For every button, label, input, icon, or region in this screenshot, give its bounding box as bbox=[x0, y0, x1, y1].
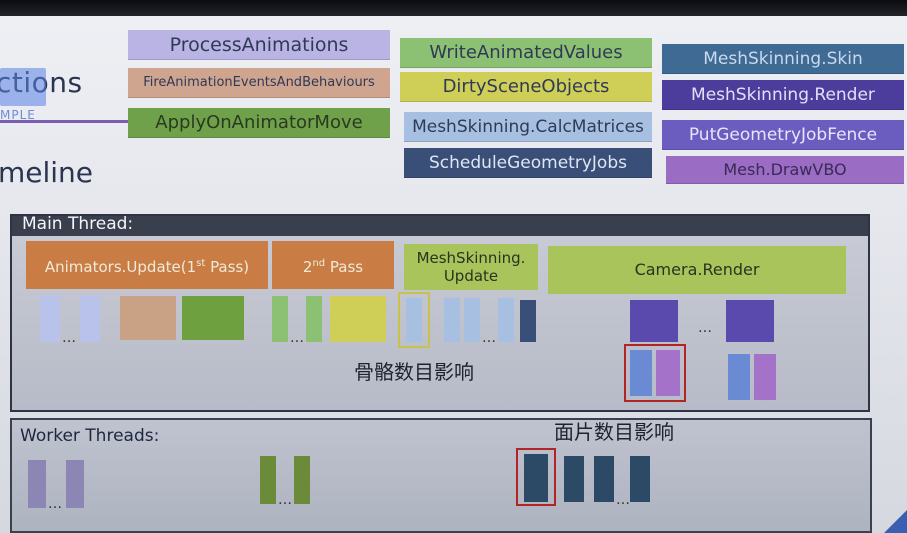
highlight-calc-matrices bbox=[398, 292, 430, 348]
phase-meshskinning-update: MeshSkinning. Update bbox=[404, 244, 538, 290]
block-apply-animator-move bbox=[182, 296, 244, 340]
ellipsis: … bbox=[698, 320, 712, 336]
ellipsis: … bbox=[278, 492, 292, 508]
legend-write-animated-values: WriteAnimatedValues bbox=[400, 38, 652, 68]
legend-fire-events: FireAnimationEventsAndBehaviours bbox=[128, 68, 390, 98]
phase-camera-render: Camera.Render bbox=[548, 246, 846, 294]
worker-block-skin bbox=[564, 456, 584, 502]
legend-process-animations: ProcessAnimations bbox=[128, 30, 390, 60]
block-write-values bbox=[272, 296, 288, 342]
worker-block-skin bbox=[630, 456, 650, 502]
legend-mesh-render: MeshSkinning.Render bbox=[662, 80, 904, 110]
block-dirty-scene bbox=[330, 296, 386, 342]
ellipsis: … bbox=[62, 330, 76, 346]
block-fire-events bbox=[120, 296, 176, 340]
block-mesh-render bbox=[726, 300, 774, 342]
phase-second-pass-label: 2nd Pass bbox=[302, 257, 364, 276]
phase-animators-update-label: Animators.Update(1st Pass) bbox=[44, 257, 250, 276]
bone-count-note: 骨骼数目影响 bbox=[354, 360, 474, 384]
triangle-count-note: 面片数目影响 bbox=[554, 420, 674, 444]
ellipsis: … bbox=[48, 496, 62, 512]
legend-calc-matrices: MeshSkinning.CalcMatrices bbox=[404, 112, 652, 142]
block-draw-vbo bbox=[754, 354, 776, 400]
block-calc-matrices bbox=[406, 298, 422, 342]
worker-block-write bbox=[260, 456, 276, 504]
block-calc-matrices bbox=[444, 298, 460, 342]
block-write-values bbox=[306, 296, 322, 342]
block-geometry-fence bbox=[630, 350, 652, 396]
block-schedule-jobs bbox=[520, 300, 536, 342]
title-logo-icon bbox=[0, 68, 46, 106]
ellipsis: … bbox=[616, 492, 630, 508]
worker-block-skin bbox=[594, 456, 614, 502]
legend-geometry-fence: PutGeometryJobFence bbox=[662, 120, 904, 150]
section-subtitle: MPLE bbox=[0, 108, 36, 122]
worker-block-process bbox=[28, 460, 46, 508]
main-thread-header-strip bbox=[12, 216, 868, 236]
title-underline bbox=[0, 120, 128, 123]
ellipsis: … bbox=[290, 330, 304, 346]
block-mesh-render bbox=[630, 300, 678, 342]
block-draw-vbo bbox=[656, 350, 680, 396]
worker-block-write bbox=[294, 456, 310, 504]
phase-second-pass: 2nd Pass bbox=[272, 241, 394, 289]
highlight-skin-block bbox=[516, 448, 556, 506]
legend-dirty-scene-objects: DirtySceneObjects bbox=[400, 72, 652, 102]
worker-threads-label: Worker Threads: bbox=[20, 426, 160, 446]
main-thread-label-text: Main Thread: bbox=[22, 214, 134, 234]
legend-schedule-geometry-jobs: ScheduleGeometryJobs bbox=[404, 148, 652, 178]
block-calc-matrices bbox=[464, 298, 480, 342]
worker-block-skin bbox=[524, 454, 548, 502]
block-geometry-fence bbox=[728, 354, 750, 400]
phase-animators-update: Animators.Update(1st Pass) bbox=[26, 241, 268, 289]
ellipsis: … bbox=[482, 330, 496, 346]
legend-mesh-skin: MeshSkinning.Skin bbox=[662, 44, 904, 74]
corner-logo-icon bbox=[884, 510, 907, 533]
block-calc-matrices bbox=[498, 298, 514, 342]
timeline-heading: meline bbox=[0, 156, 94, 189]
highlight-render-group bbox=[624, 344, 686, 402]
legend-apply-animator-move: ApplyOnAnimatorMove bbox=[128, 108, 390, 138]
worker-threads-panel bbox=[10, 418, 872, 533]
top-bar bbox=[0, 0, 907, 16]
block-process-anim bbox=[80, 296, 100, 342]
legend-draw-vbo: Mesh.DrawVBO bbox=[666, 156, 904, 184]
worker-block-process bbox=[66, 460, 84, 508]
block-process-anim bbox=[40, 296, 60, 342]
